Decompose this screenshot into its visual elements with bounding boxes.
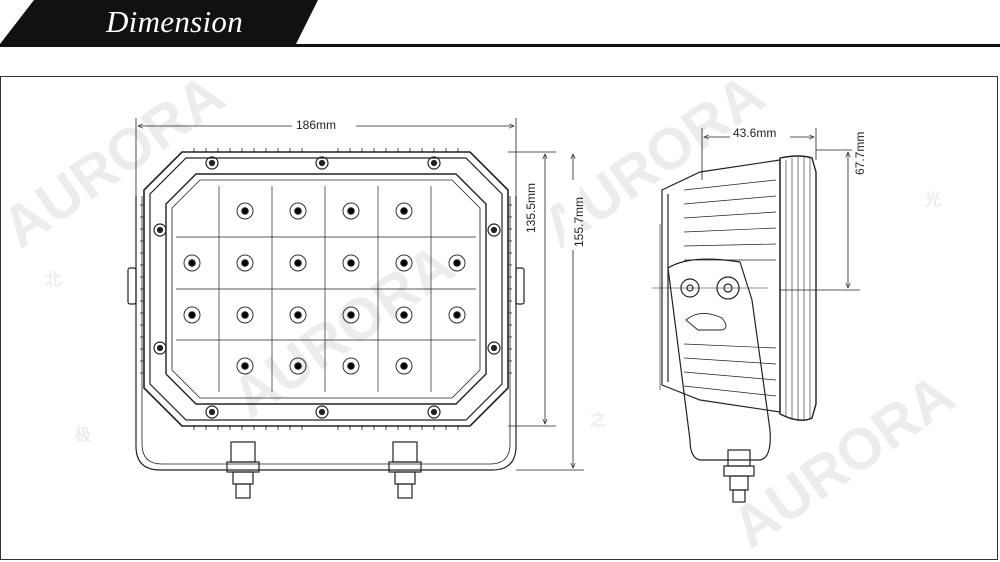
led-15	[395, 306, 413, 324]
led-array	[183, 202, 466, 375]
drawing-frame	[0, 76, 998, 560]
led-20	[395, 357, 413, 375]
side-view	[652, 155, 817, 503]
watermark-brand-4: AURORA	[720, 361, 966, 560]
led-18	[289, 357, 307, 375]
width-label: 186mm	[296, 118, 336, 132]
title-tab-shape	[0, 0, 318, 44]
led-10	[448, 254, 466, 272]
watermark-char-2: 极	[75, 425, 92, 444]
total-height-label: 155.7mm	[572, 197, 586, 247]
body-height-label: 135.5mm	[524, 183, 538, 233]
led-19	[342, 357, 360, 375]
led-12	[236, 306, 254, 324]
front-housing-fins	[140, 148, 512, 430]
led-8	[342, 254, 360, 272]
led-1	[236, 202, 254, 220]
side-dimensions	[701, 128, 860, 291]
led-9	[395, 254, 413, 272]
led-2	[289, 202, 307, 220]
depth-label: 43.6mm	[733, 126, 776, 140]
led-11	[183, 306, 201, 324]
header-rule	[0, 44, 1000, 47]
watermark-char-3: 光	[924, 190, 941, 209]
reflector-grid	[176, 186, 476, 392]
front-lens-bezel	[165, 173, 487, 405]
led-17	[236, 357, 254, 375]
led-3	[342, 202, 360, 220]
side-bracket	[667, 258, 771, 461]
led-13	[289, 306, 307, 324]
watermark: AURORA AURORA AURORA AURORA 北 极 光 之	[0, 61, 966, 560]
watermark-char-4: 之	[590, 410, 606, 429]
led-7	[289, 254, 307, 272]
page-title: Dimension	[106, 4, 244, 39]
header-bar: Dimension	[0, 0, 1000, 50]
led-4	[395, 202, 413, 220]
watermark-brand-1: AURORA	[0, 61, 236, 260]
front-bracket	[135, 196, 517, 471]
front-connectors	[226, 441, 422, 499]
front-housing-outer	[143, 151, 509, 427]
led-6	[236, 254, 254, 272]
led-5	[183, 254, 201, 272]
front-view	[127, 148, 525, 499]
front-screws	[153, 156, 501, 419]
mount-height-label: 67.7mm	[853, 132, 867, 175]
led-16	[448, 306, 466, 324]
led-14	[342, 306, 360, 324]
watermark-char-1: 北	[45, 271, 61, 289]
